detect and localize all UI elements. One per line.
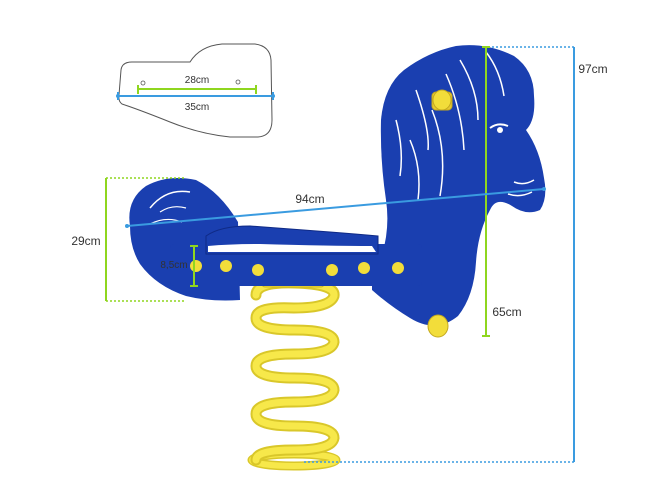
- total-height-dimension: 97cm: [304, 46, 608, 463]
- spring-icon: [247, 272, 341, 471]
- body-length-label: 94cm: [295, 192, 324, 206]
- board-thickness-dimension: 8,5cm: [160, 245, 198, 287]
- seat-height-label: 65cm: [492, 305, 521, 319]
- seat-outer-dimension: 35cm: [116, 92, 275, 113]
- tail-height-dimension: 29cm: [71, 177, 184, 302]
- body-length-dimension: 94cm: [125, 187, 546, 228]
- seat-height-dimension: 65cm: [482, 46, 522, 337]
- seat-outline-icon: [118, 43, 273, 138]
- seat-inner-label: 28cm: [185, 75, 209, 86]
- horse-body: [129, 45, 546, 326]
- total-height-label: 97cm: [578, 62, 607, 76]
- board-thickness-label: 8,5cm: [160, 260, 187, 271]
- footrest-knob-icon: [427, 314, 449, 338]
- seat-outer-label: 35cm: [185, 102, 209, 113]
- tail-height-label: 29cm: [71, 234, 100, 248]
- seat-inner-dimension: 28cm: [137, 75, 257, 94]
- handle-knob-icon: [431, 89, 453, 111]
- bolt-icon: [190, 260, 404, 276]
